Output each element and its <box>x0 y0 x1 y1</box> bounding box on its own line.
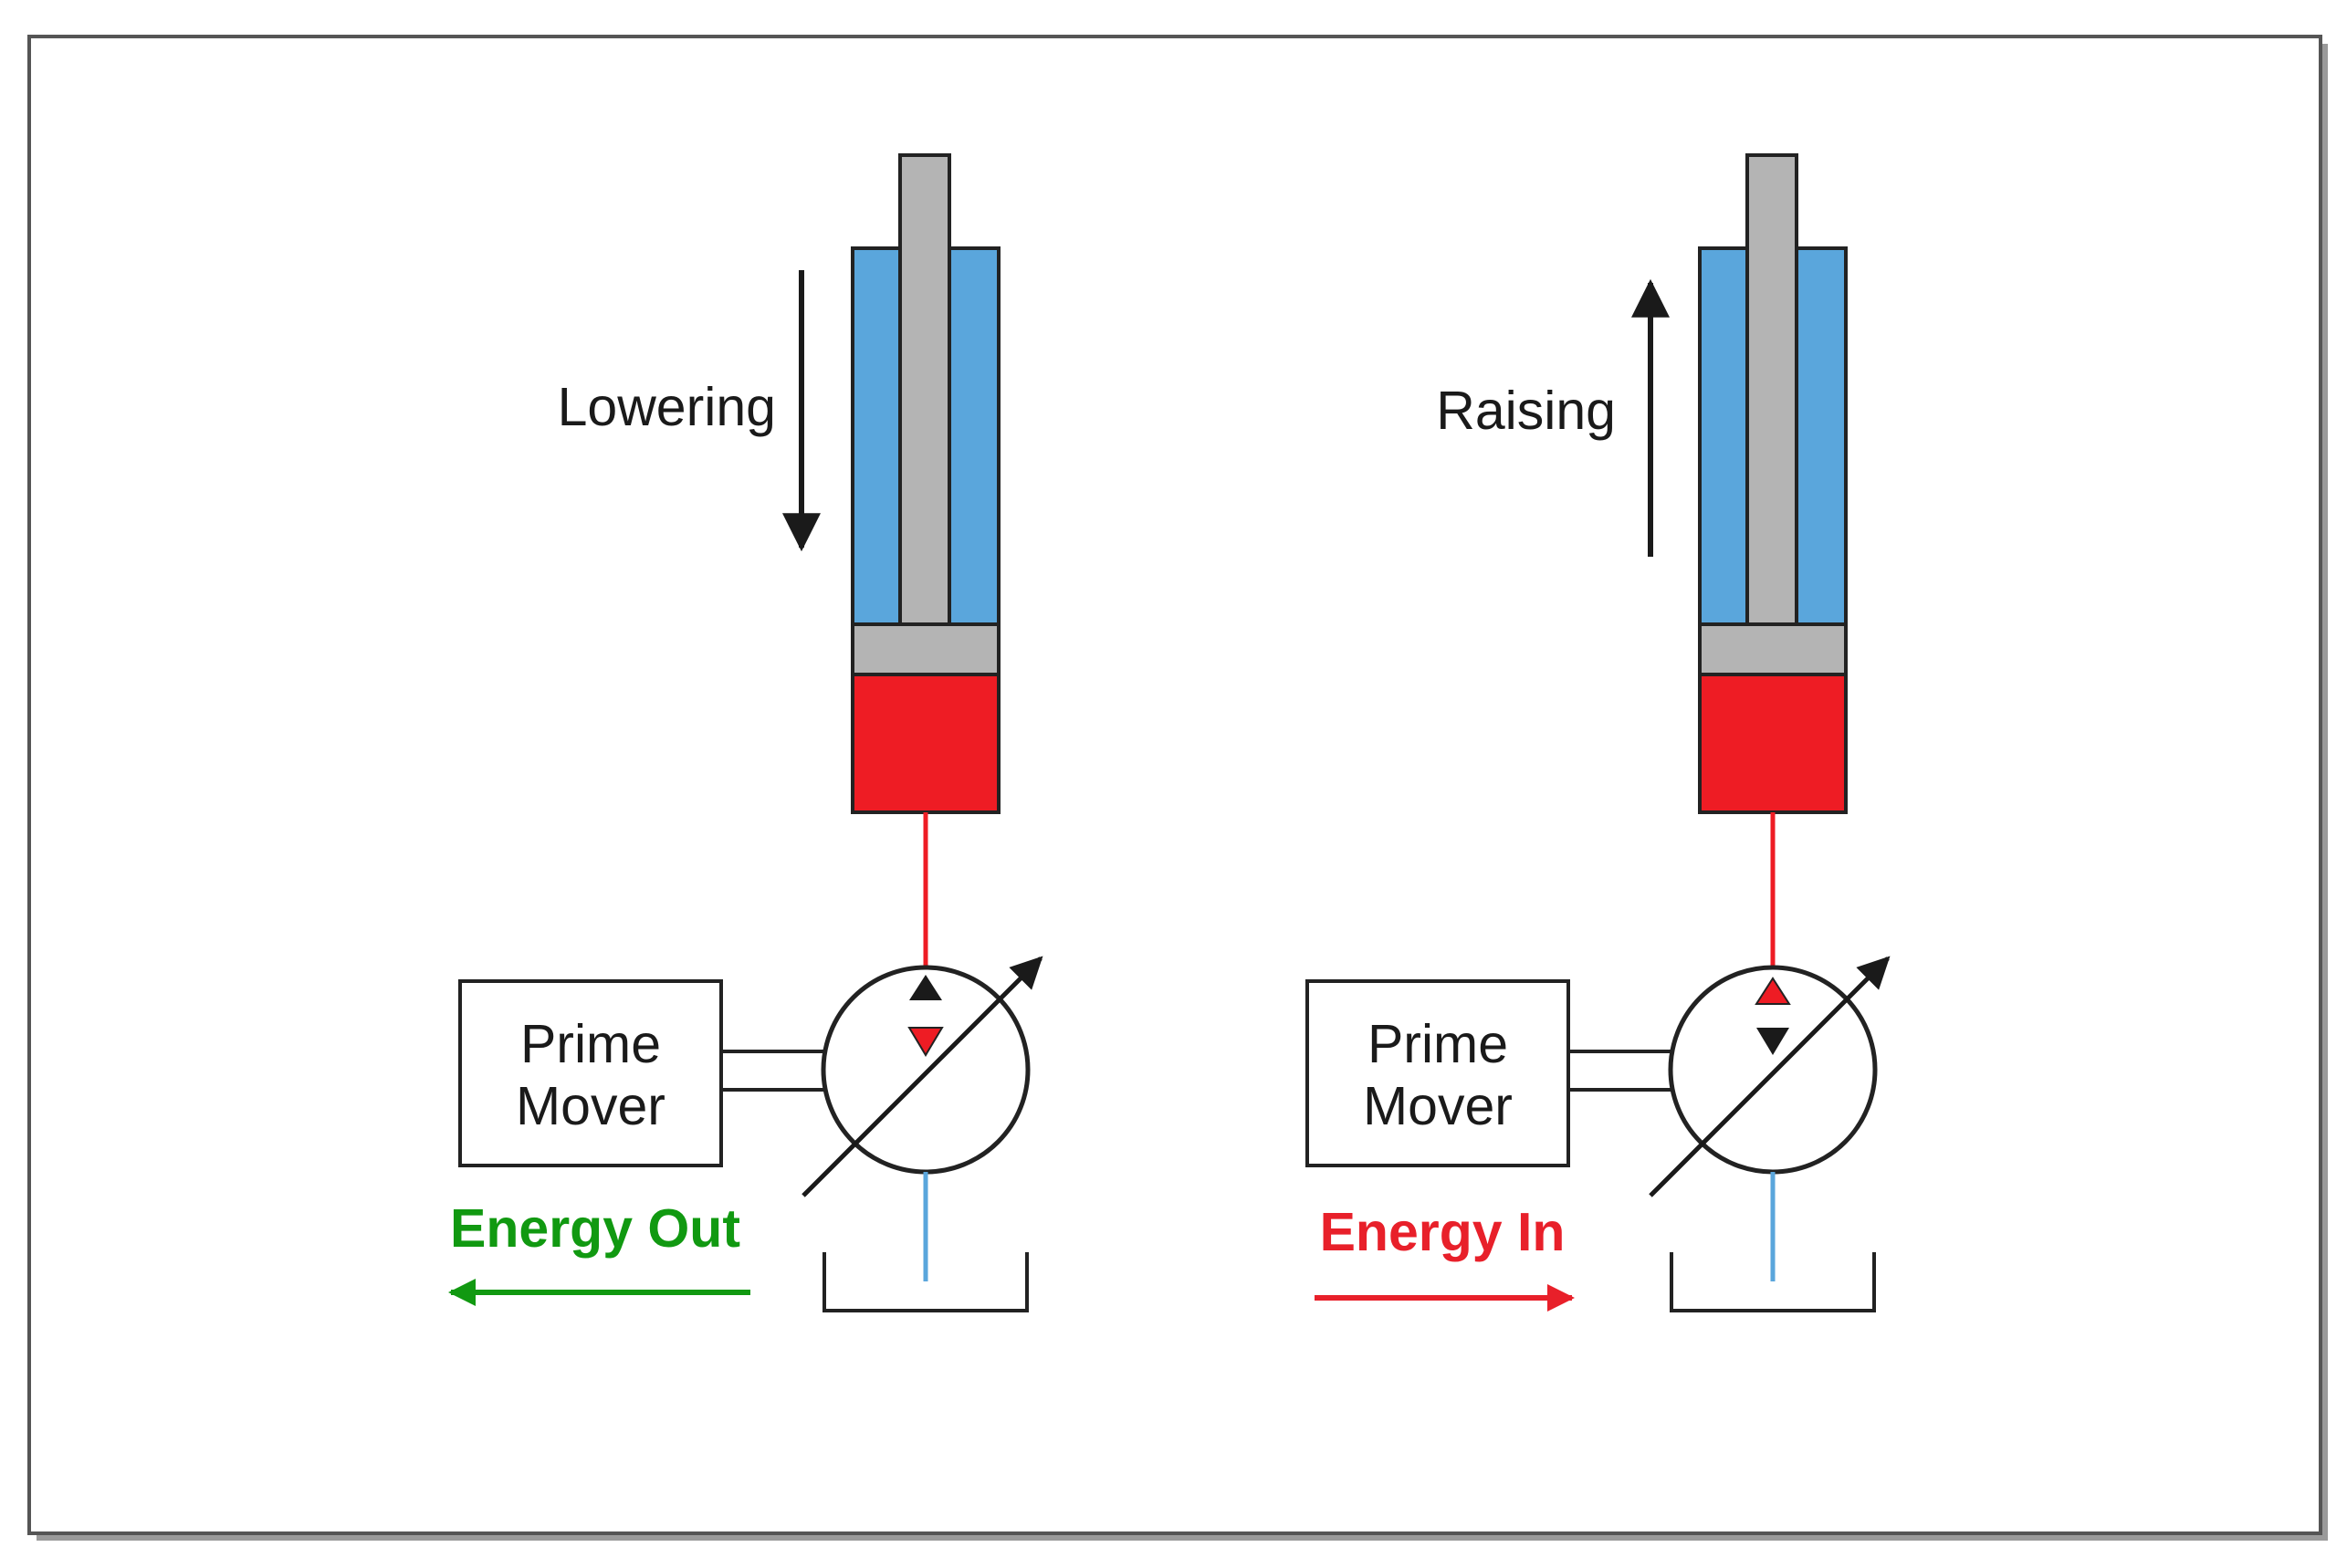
frame-border <box>27 35 2322 1535</box>
left-pump-down-triangle <box>907 1027 944 1057</box>
right-tank <box>1670 1252 1876 1312</box>
right-piston-rod <box>1745 153 1798 629</box>
left-motion-label: Lowering <box>558 377 776 437</box>
left-cylinder-pressure-chamber <box>851 673 1001 814</box>
right-panel: Raising Prime Mover Energy In <box>1305 153 1891 1312</box>
right-pump-variable-arrow <box>1649 956 1891 1197</box>
left-prime-mover-line2: Mover <box>516 1076 665 1136</box>
right-prime-mover-line2: Mover <box>1363 1076 1513 1136</box>
right-prime-mover-box <box>1305 979 1570 1167</box>
left-prime-mover-box <box>458 979 723 1167</box>
left-energy-label: Energy Out <box>450 1198 740 1259</box>
right-motion-label: Raising <box>1436 381 1616 441</box>
right-prime-mover-line1: Prime <box>1367 1014 1508 1074</box>
right-energy-label: Energy In <box>1320 1202 1566 1262</box>
right-cylinder-pressure-chamber <box>1698 673 1848 814</box>
right-piston <box>1698 622 1848 676</box>
left-panel: Lowering Prime Mover Energy Out <box>448 153 1043 1312</box>
right-pump-up-triangle <box>1755 977 1791 1005</box>
right-pump-down-triangle <box>1756 1028 1789 1055</box>
left-pump-up-triangle <box>909 975 942 1000</box>
left-tank <box>822 1252 1029 1312</box>
left-piston-rod <box>898 153 951 629</box>
left-prime-mover-line1: Prime <box>520 1014 661 1074</box>
left-pump-variable-arrow <box>802 956 1043 1197</box>
left-piston <box>851 622 1001 676</box>
